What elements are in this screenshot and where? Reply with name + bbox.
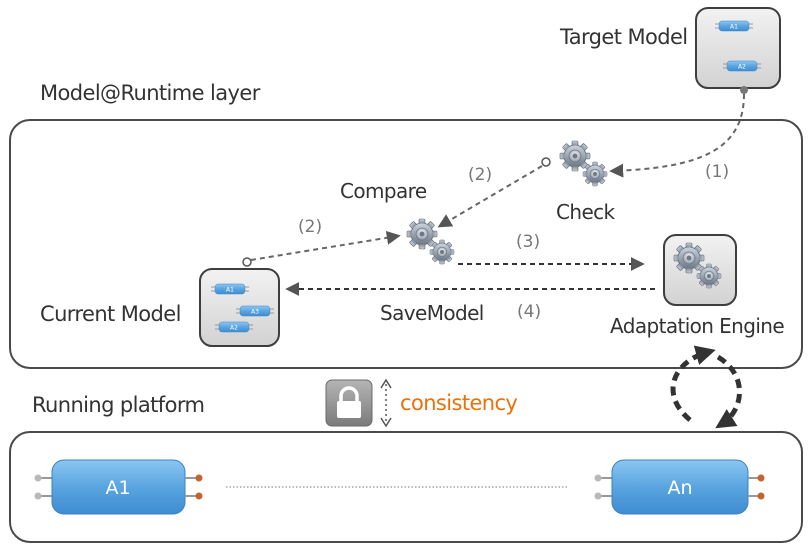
- step-2-label-right: (2): [468, 165, 492, 185]
- current-component-a2: A2: [214, 321, 254, 333]
- svg-text:A1: A1: [730, 24, 738, 31]
- current-model-label: Current Model: [40, 302, 181, 326]
- target-anchor-dot: [740, 86, 748, 94]
- svg-text:A2: A2: [738, 64, 746, 71]
- runtime-layer-label: Model@Runtime layer: [40, 81, 261, 105]
- platform-component-an: An: [594, 459, 765, 515]
- step-1-label: (1): [705, 162, 729, 182]
- step-3-label: (3): [516, 232, 540, 252]
- target-model-box: [695, 7, 781, 89]
- platform-component-a1: A1: [34, 459, 203, 515]
- step-2-label-left: (2): [298, 217, 322, 237]
- arrow-target-to-check: [609, 93, 745, 178]
- svg-text:An: An: [667, 477, 692, 499]
- step-4-label: (4): [517, 302, 541, 322]
- cycle-arrows-icon: [670, 345, 742, 429]
- adaptation-engine-label: Adaptation Engine: [610, 314, 784, 338]
- check-anchor-dot: [541, 157, 551, 167]
- svg-text:A2: A2: [230, 325, 238, 332]
- arrow-check-to-compare: [437, 165, 543, 228]
- target-component-a1: A1: [714, 20, 754, 32]
- compare-label: Compare: [340, 179, 427, 203]
- consistency-arrow-icon: [380, 378, 392, 428]
- save-model-label: SaveModel: [380, 301, 484, 325]
- target-component-a2: A2: [722, 60, 762, 72]
- current-component-a3: A3: [235, 305, 275, 317]
- check-label: Check: [556, 200, 616, 224]
- svg-text:A1: A1: [105, 477, 130, 499]
- running-platform-label: Running platform: [32, 393, 204, 417]
- current-component-a1: A1: [210, 283, 250, 295]
- svg-text:A3: A3: [251, 309, 259, 316]
- svg-text:A1: A1: [226, 287, 234, 294]
- current-anchor-dot: [242, 257, 252, 267]
- consistency-label: consistency: [400, 391, 517, 415]
- arrow-current-to-compare: [250, 230, 401, 261]
- lock-icon: [325, 379, 373, 427]
- target-model-label: Target Model: [559, 25, 688, 49]
